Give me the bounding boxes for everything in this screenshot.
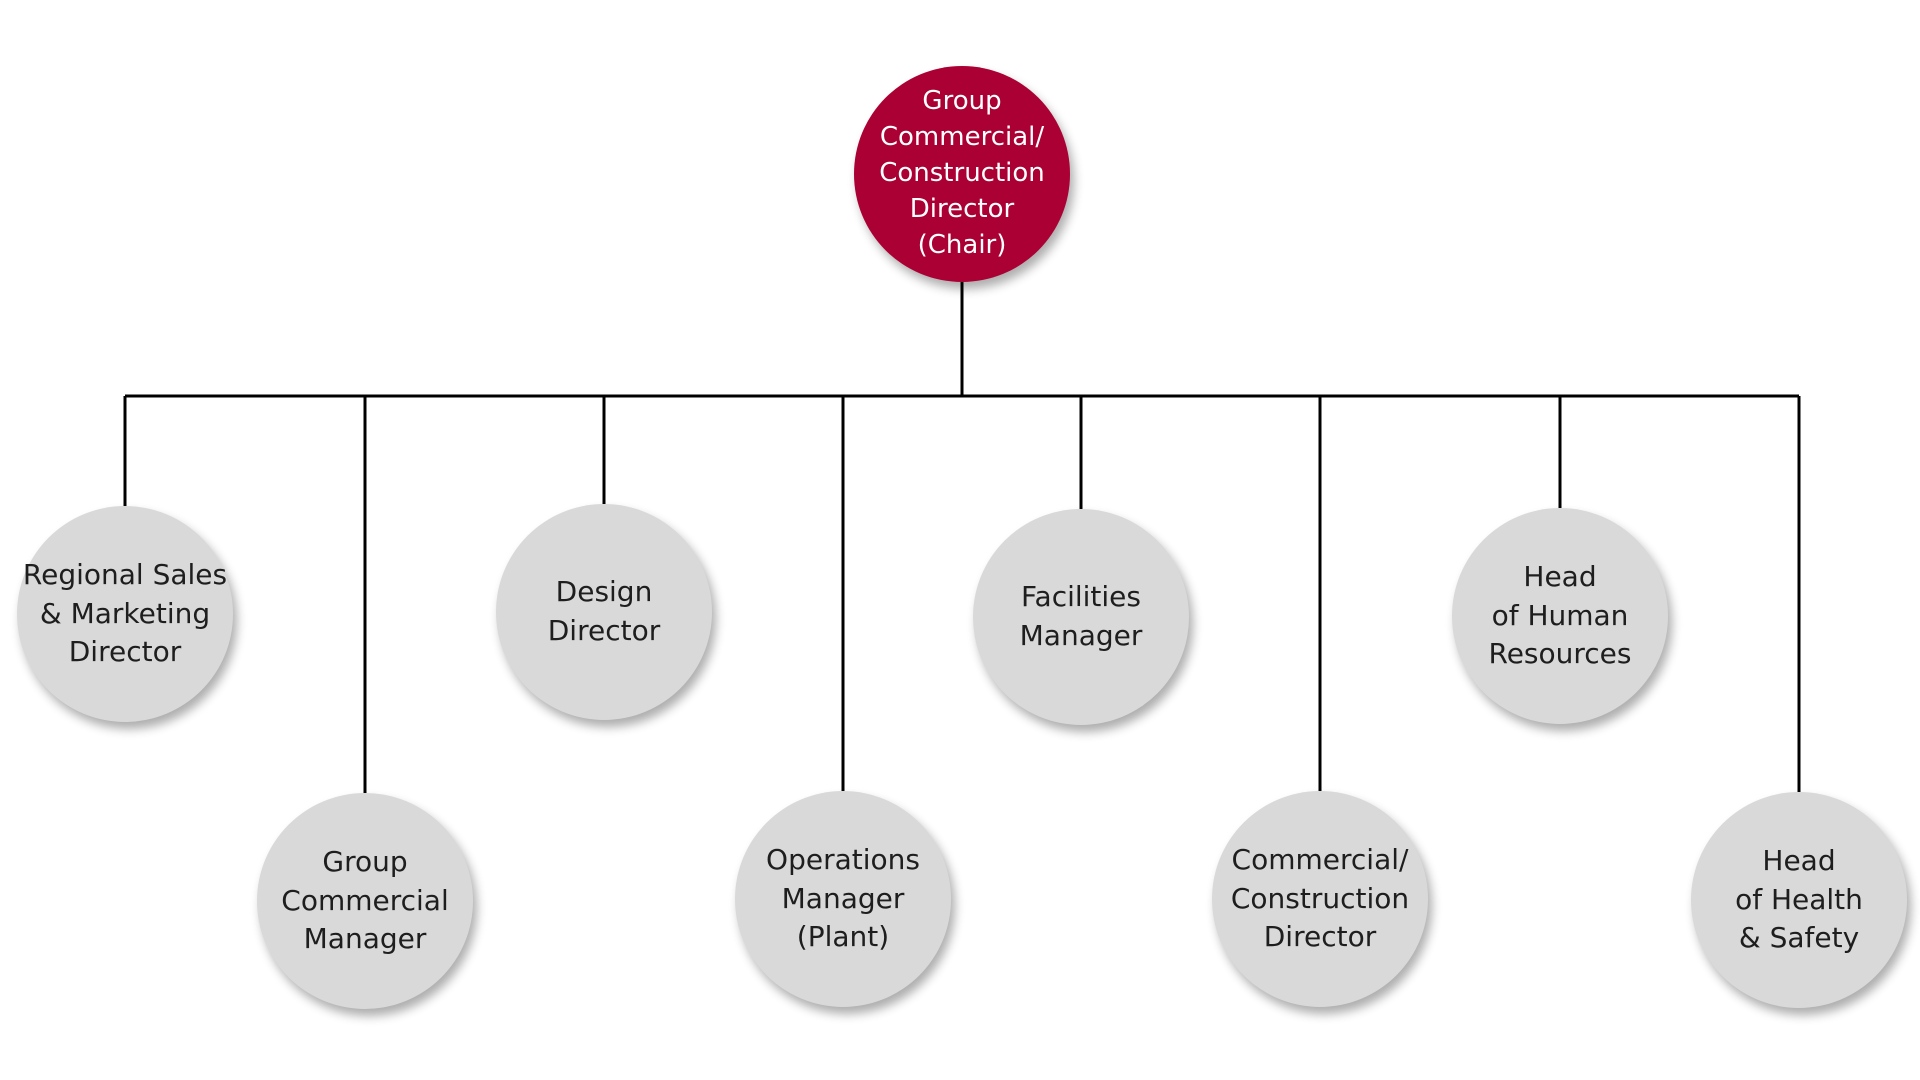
node-label-line: Manager [303,922,427,956]
node-label-line: & Marketing [39,596,211,630]
node-label-line: of Health [1735,882,1863,916]
node-head-of-health-safety: Head of Health & Safety [1691,792,1907,1008]
node-label-line: Group [322,845,408,879]
node-label-line: Regional Sales [22,558,228,592]
node-label-line: Design [555,575,653,609]
node-commercial-construction-director: Commercial/ Construction Director [1212,791,1428,1007]
node-label-line: (Plant) [796,920,890,954]
root-node-group-commercial-construction-director-chair: Group Commercial/ Construction Director … [854,66,1070,282]
root-label-line: Commercial/ [879,122,1045,153]
node-design-director: Design Director [496,504,712,720]
node-label-line: & Safety [1738,921,1860,955]
node-label-line: Manager [781,881,905,915]
node-label-line: Resources [1488,637,1632,671]
node-label-line: Commercial/ [1231,843,1409,877]
node-label-line: of Human [1491,598,1629,632]
node-label-line: Director [1263,920,1377,954]
node-facilities-manager: Facilities Manager [973,509,1189,725]
node-label-line: Facilities [1021,580,1141,614]
node-regional-sales-marketing-director: Regional Sales & Marketing Director [17,506,233,722]
node-label-line: Commercial [281,883,449,917]
root-label-line: Group [922,86,1002,117]
root-label-line: Construction [879,158,1045,189]
node-label-line: Director [68,635,182,669]
node-label-line: Director [547,614,661,647]
node-label-line: Head [1523,560,1597,594]
root-label-line: Director [909,193,1015,224]
node-label-line: Manager [1019,619,1143,652]
node-operations-manager-plant: Operations Manager (Plant) [735,791,951,1007]
node-group-commercial-manager: Group Commercial Manager [257,793,473,1009]
node-label-line: Construction [1230,881,1410,915]
node-head-of-human-resources: Head of Human Resources [1452,508,1668,724]
node-label-line: Operations [766,843,920,877]
node-label-line: Head [1762,844,1836,878]
root-label-line: (Chair) [917,229,1007,260]
